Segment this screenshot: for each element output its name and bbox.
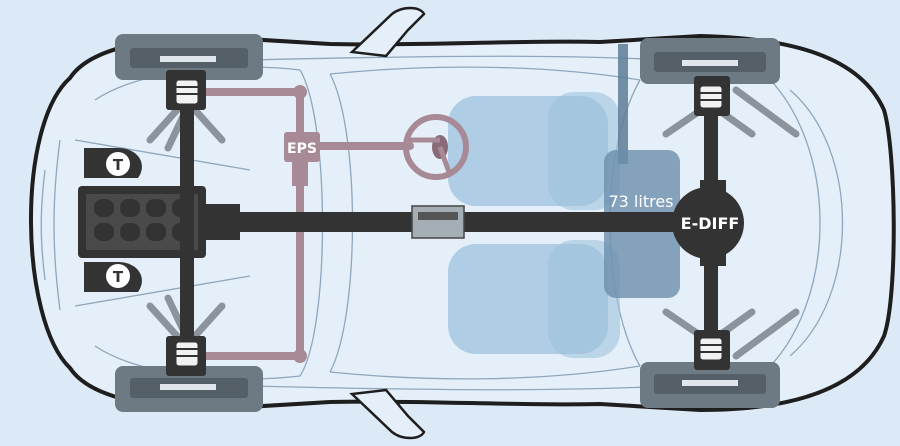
wheels bbox=[115, 34, 780, 412]
engine-cylinder bbox=[94, 199, 114, 217]
suspension-arms bbox=[146, 86, 800, 360]
eps-unit bbox=[284, 132, 320, 162]
wheel-front-top bbox=[115, 34, 263, 80]
spring-front-bottom bbox=[175, 341, 199, 367]
turbo-bottom-label: T bbox=[113, 268, 124, 286]
seat-right-back bbox=[548, 240, 620, 358]
gearbox-marker bbox=[411, 205, 465, 239]
eps-label: EPS bbox=[287, 141, 317, 157]
front-crease-bottom bbox=[74, 275, 251, 307]
front-edge-line bbox=[40, 169, 46, 281]
wheel-front-bottom bbox=[115, 366, 263, 412]
wheel-rear-bottom bbox=[640, 362, 780, 408]
rear-deck-line bbox=[789, 89, 844, 357]
spring-rear-bottom bbox=[699, 337, 723, 361]
ediff: E-DIFF bbox=[672, 180, 744, 266]
ediff-housing bbox=[672, 187, 744, 259]
mirror-bottom bbox=[349, 388, 426, 440]
front-crease-top bbox=[74, 139, 251, 171]
fuel-pipe bbox=[618, 44, 628, 164]
front-edge-line-2 bbox=[53, 139, 61, 311]
ediff-label: E-DIFF bbox=[681, 214, 740, 233]
steering-joints bbox=[293, 85, 307, 363]
seats bbox=[448, 92, 620, 358]
cabin-bottom-line bbox=[329, 365, 641, 380]
steering-column bbox=[292, 162, 308, 186]
engine-cylinder bbox=[120, 223, 140, 241]
steering-wheel-rim bbox=[403, 114, 469, 180]
turbo-top-label: T bbox=[113, 156, 124, 174]
cabin-top-line bbox=[329, 66, 641, 81]
seat-left-back bbox=[548, 92, 620, 210]
wheel-rear-top bbox=[640, 38, 780, 84]
steering-wheel bbox=[403, 114, 469, 180]
spring-front-top bbox=[175, 79, 199, 105]
rear-deck-line-2 bbox=[759, 69, 821, 377]
engine-cylinder bbox=[146, 223, 166, 241]
spring-rear-top bbox=[699, 85, 723, 109]
turbo-top: T bbox=[84, 148, 142, 178]
mirror-top bbox=[349, 6, 426, 58]
turbo-bottom: T bbox=[84, 262, 142, 292]
springs bbox=[175, 79, 723, 367]
engine-cylinder bbox=[146, 199, 166, 217]
engine-cylinder bbox=[94, 223, 114, 241]
fuel-capacity-label: 73 litres bbox=[608, 192, 673, 211]
engine-cylinder bbox=[120, 199, 140, 217]
